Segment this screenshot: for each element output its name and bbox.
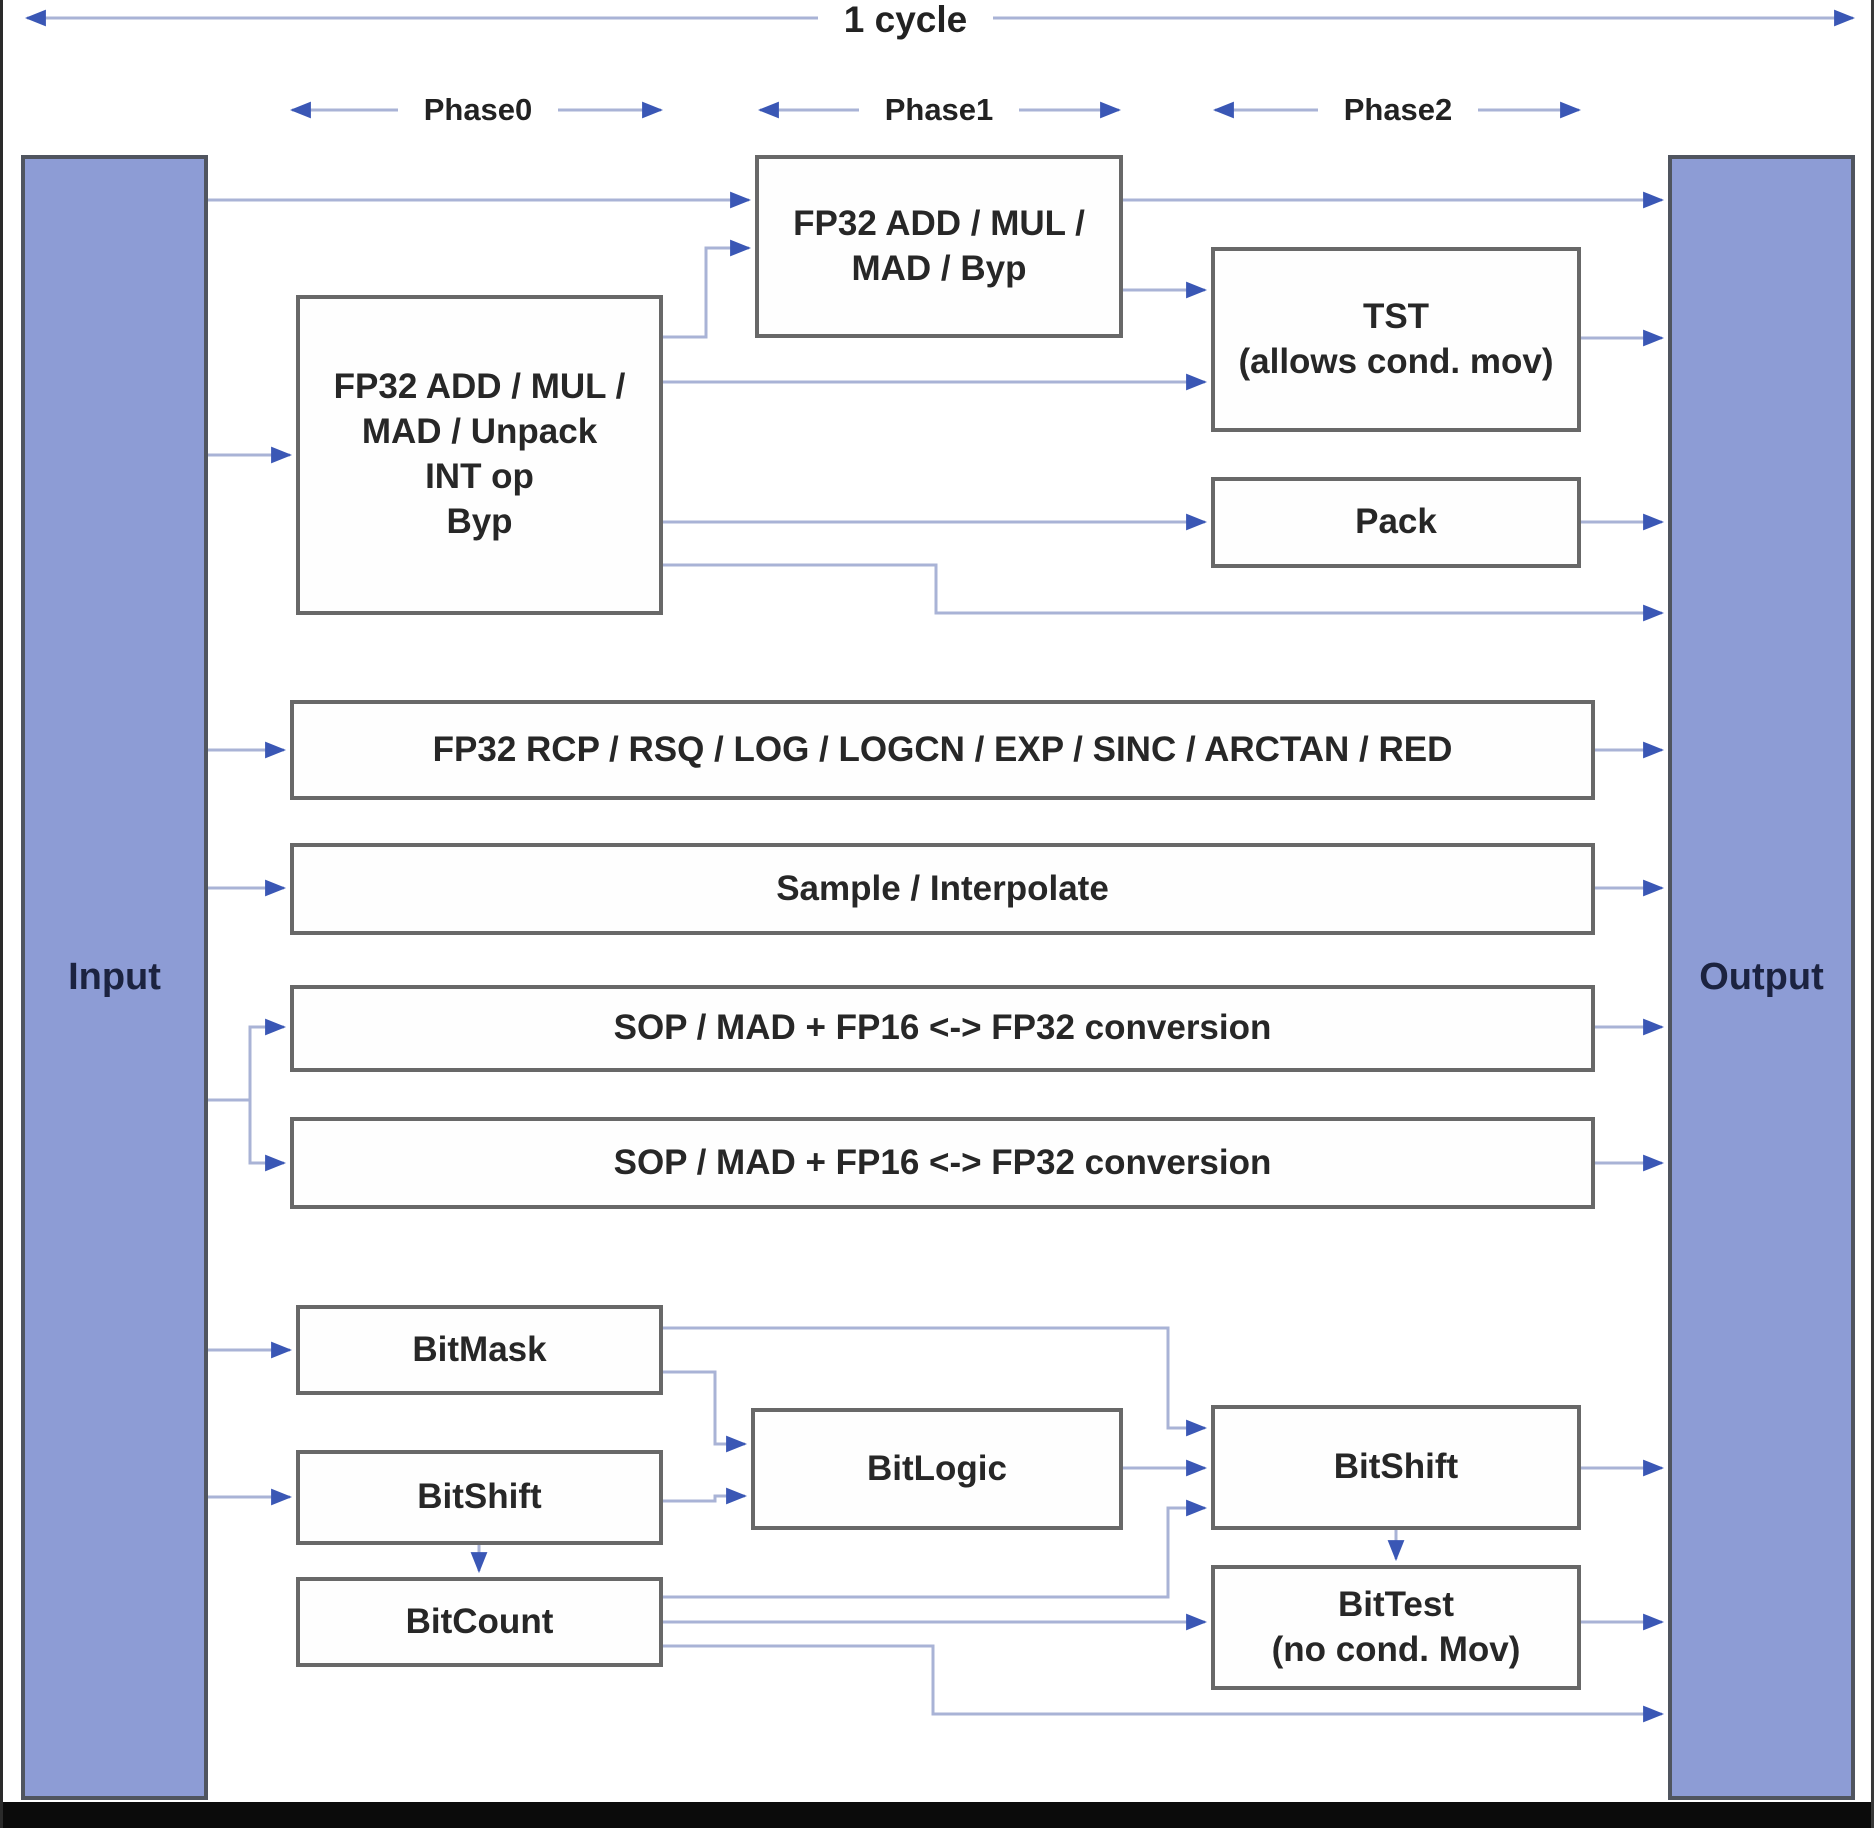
unit-bitlogic: BitLogic <box>751 1408 1123 1530</box>
unit-sample-interpolate-row: Sample / Interpolate <box>290 843 1595 935</box>
unit-sop-mad-fp16-row1: SOP / MAD + FP16 <-> FP32 conversion <box>290 985 1595 1072</box>
unit-fp32-rcp-rsq-row: FP32 RCP / RSQ / LOG / LOGCN / EXP / SIN… <box>290 700 1595 800</box>
unit-fp32-add-mul-mad-unpack-phase0: FP32 ADD / MUL / MAD / Unpack INT op Byp <box>296 295 663 615</box>
unit-bitmask: BitMask <box>296 1305 663 1395</box>
arrow-fp32-phase0-to-fp32-phase1 <box>663 239 752 339</box>
unit-bitshift-phase2: BitShift <box>1211 1405 1581 1530</box>
arrow-input-to-sop2 <box>248 1100 287 1172</box>
unit-bitcount: BitCount <box>296 1577 663 1667</box>
output-label: Output <box>1699 956 1824 998</box>
output-bar: Output <box>1668 155 1855 1800</box>
arrow-bitcount-to-bitshift-phase2 <box>663 1499 1208 1599</box>
phase1-label: Phase1 <box>859 90 1019 130</box>
arrow-fp32-phase0-bypass-to-output <box>663 563 1665 622</box>
input-bar: Input <box>21 155 208 1800</box>
connector-layer <box>24 9 1856 1723</box>
arrow-bitmask-to-bitlogic <box>663 1370 748 1453</box>
bottom-frame-bar <box>3 1802 1871 1828</box>
unit-bitshift-phase0: BitShift <box>296 1450 663 1545</box>
unit-tst: TST (allows cond. mov) <box>1211 247 1581 432</box>
unit-bittest: BitTest (no cond. Mov) <box>1211 1565 1581 1690</box>
phase0-label: Phase0 <box>398 90 558 130</box>
arrow-bitcount-to-output <box>663 1644 1665 1723</box>
phase2-label: Phase2 <box>1318 90 1478 130</box>
arrow-bitmask-to-bitshift-phase2 <box>663 1326 1208 1437</box>
unit-sop-mad-fp16-row2: SOP / MAD + FP16 <-> FP32 conversion <box>290 1117 1595 1209</box>
arrow-bitshift-phase0-to-bitlogic <box>663 1487 748 1505</box>
cycle-label: 1 cycle <box>818 0 993 40</box>
unit-fp32-add-mul-mad-byp-phase1: FP32 ADD / MUL / MAD / Byp <box>755 155 1123 338</box>
arrow-input-to-sop1 <box>208 1018 287 1102</box>
unit-pack: Pack <box>1211 477 1581 568</box>
input-label: Input <box>68 956 161 998</box>
